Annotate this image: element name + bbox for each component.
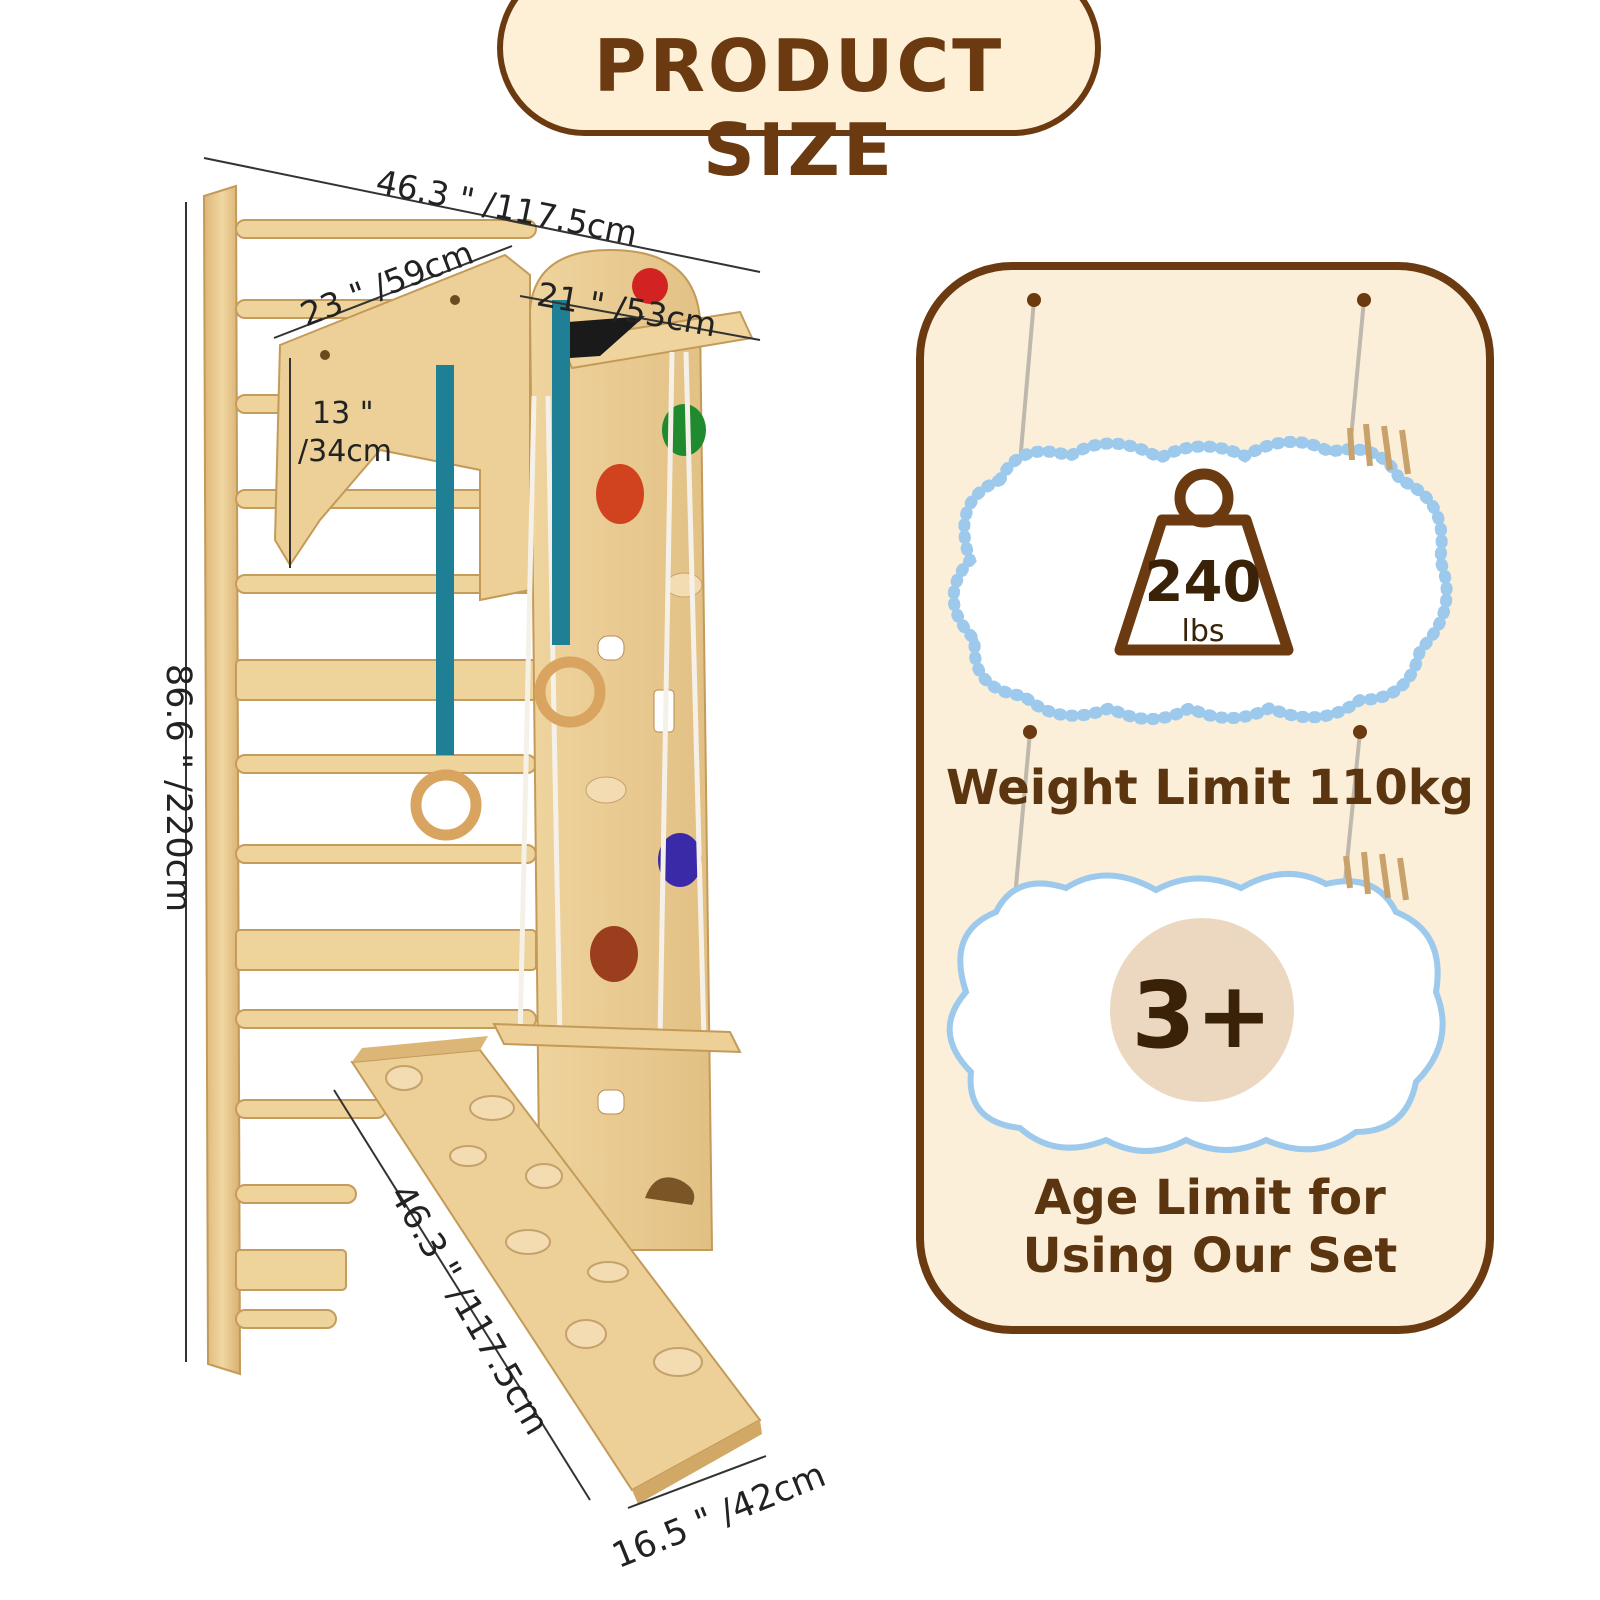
weight-unit: lbs	[1181, 614, 1225, 649]
age-value: 3+	[1131, 962, 1273, 1069]
page-title: PRODUCT SIZE	[593, 24, 1005, 192]
gym-rings	[410, 300, 606, 841]
swing	[517, 351, 707, 1041]
title-banner	[497, 0, 1101, 136]
swing-seat	[492, 1022, 742, 1054]
top-bracket	[273, 253, 531, 602]
age-caption-line2: Using Our Set	[1022, 1228, 1398, 1284]
dimension-lines	[185, 157, 767, 1509]
info-panel	[916, 262, 1494, 1334]
left-rail	[202, 184, 242, 1376]
bar-height-cm-label: /34cm	[298, 434, 392, 469]
ramp-holds	[385, 1065, 703, 1377]
fence-icon	[1343, 423, 1411, 901]
weight-value: 240	[1144, 550, 1262, 615]
weight-limit-caption: Weight Limit 110kg	[945, 760, 1475, 816]
climbing-panel	[528, 248, 714, 1251]
kettlebell-weight-icon	[1114, 468, 1294, 656]
age-badge	[1110, 918, 1294, 1102]
climbing-set-illustration	[185, 157, 767, 1509]
age-caption-line1: Age Limit for	[1034, 1170, 1386, 1226]
bar-height-label: 13 "	[312, 396, 374, 431]
chalkboard	[568, 316, 645, 358]
